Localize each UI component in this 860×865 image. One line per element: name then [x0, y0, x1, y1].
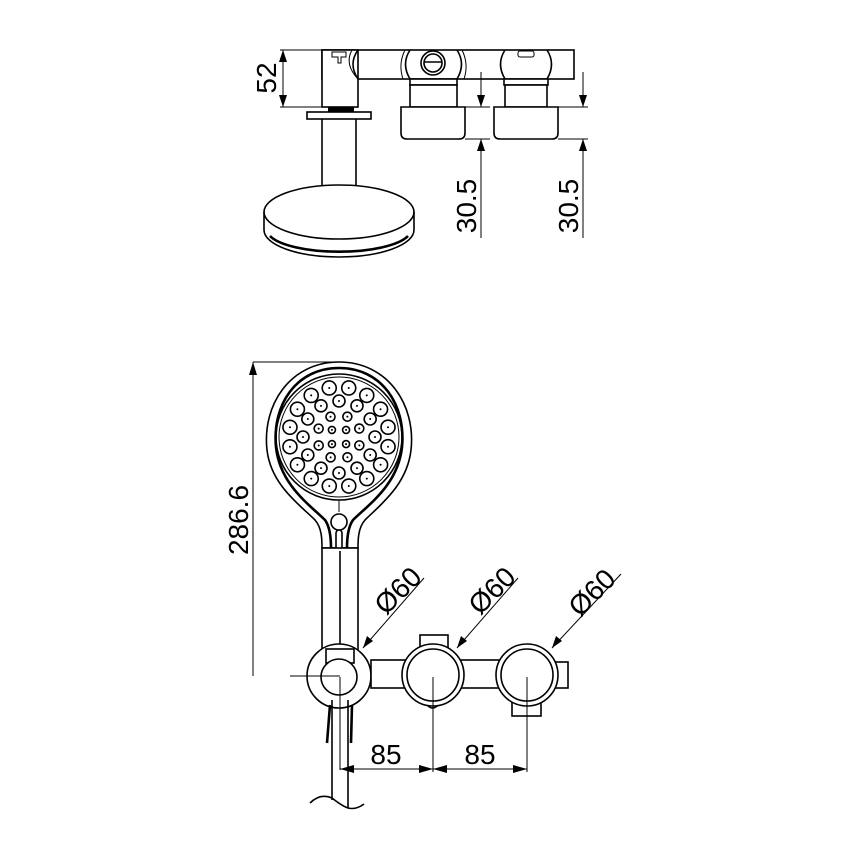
valve-cartridge-1-side: [400, 49, 467, 140]
dim-label-diameter-3: Ø60: [562, 563, 621, 622]
dimension-depth-30-5-a: 30.5: [451, 72, 490, 238]
front-view: 286.6 Ø60 Ø60 Ø60 85 85: [223, 361, 622, 810]
dim-label-30-5-a: 30.5: [451, 179, 482, 234]
dimension-height-52: 52: [251, 49, 328, 108]
dim-label-85-a: 85: [370, 739, 401, 770]
dim-label-diameter-1: Ø60: [368, 561, 427, 620]
hose-bracket: [306, 643, 372, 810]
dimension-diameter-2: Ø60: [456, 561, 522, 649]
dimension-depth-30-5-b: 30.5: [553, 72, 588, 238]
dim-label-85-b: 85: [464, 739, 495, 770]
dim-label-30-5-b: 30.5: [553, 179, 584, 234]
mixer-body-side: [263, 49, 575, 258]
dimension-spacing: 85 85: [340, 739, 527, 773]
valve-cartridge-2-side: [493, 49, 559, 140]
dim-label-diameter-2: Ø60: [462, 561, 521, 620]
dimension-diameter-3: Ø60: [551, 563, 622, 649]
spray-nozzles: [282, 380, 396, 494]
dimension-height-286-6: 286.6: [223, 361, 339, 676]
dimension-diameter-1: Ø60: [362, 561, 428, 649]
hand-shower: [265, 361, 413, 660]
valve-knob-2: [495, 643, 569, 717]
dim-label-52: 52: [251, 62, 282, 93]
top-view: 52 30.5 30.5: [251, 49, 588, 258]
dim-label-286-6: 286.6: [223, 485, 254, 555]
